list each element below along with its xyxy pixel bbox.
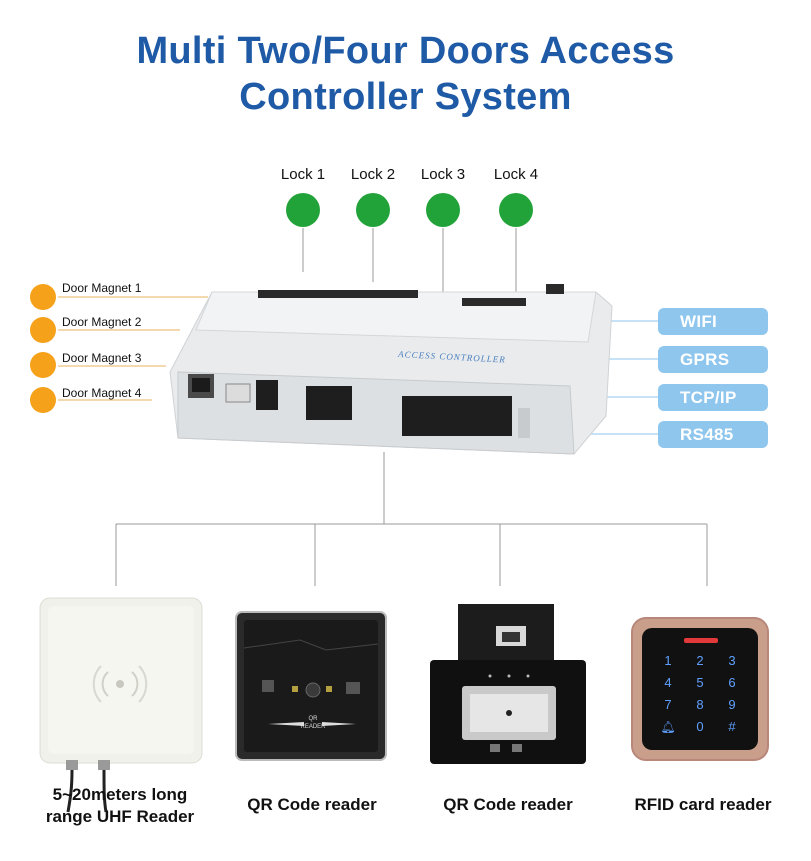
lock-1-indicator	[286, 193, 320, 227]
rfid-reader-caption: RFID card reader	[634, 795, 772, 814]
uhf-reader-caption: 5~20meters long range UHF Reader	[20, 784, 220, 828]
keypad-key-7: 7	[664, 697, 672, 712]
keypad-key-5: 5	[696, 675, 704, 690]
keypad-key-0: 0	[696, 719, 704, 734]
qr-reader-flat-device	[235, 611, 387, 761]
keypad-key-6: 6	[728, 675, 736, 690]
wifi-badge: WIFI	[658, 308, 768, 335]
magnet-3-indicator	[30, 352, 56, 378]
qr-device-label-2: READER	[300, 724, 326, 730]
qr-reader-box-device	[430, 604, 586, 764]
magnet-2-label: Door Magnet 2	[62, 315, 142, 329]
title-line-1: Multi Two/Four Doors Access	[136, 30, 675, 72]
title-line-2: Controller System	[239, 76, 572, 118]
magnet-4-indicator	[30, 387, 56, 413]
lock-2-label: Lock 2	[350, 166, 396, 183]
lock-3-indicator	[426, 193, 460, 227]
keypad-key-4: 4	[664, 675, 672, 690]
uhf-reader-caption-line-1: 5~20meters long	[52, 785, 188, 804]
keypad-key-1: 1	[664, 653, 672, 668]
qr-reader-2-caption: QR Code reader	[443, 795, 573, 814]
gprs-badge: GPRS	[658, 346, 768, 373]
lock-2-indicator	[356, 193, 390, 227]
tcpip-badge: TCP/IP	[658, 384, 768, 411]
qr-reader-1-caption: QR Code reader	[247, 795, 377, 814]
rfid-keypad-device	[631, 617, 769, 761]
access-controller	[169, 284, 613, 455]
lock-1-label: Lock 1	[280, 166, 326, 183]
keypad-key-2: 2	[696, 653, 704, 668]
keypad-key-9: 9	[728, 697, 736, 712]
qr-device-label: QR	[309, 716, 319, 722]
lock-4-label: Lock 4	[493, 166, 539, 183]
uhf-reader-caption-line-2: range UHF Reader	[45, 807, 195, 826]
rs485-badge: RS485	[658, 421, 768, 448]
magnet-1-indicator	[30, 284, 56, 310]
magnet-3-label: Door Magnet 3	[62, 351, 142, 365]
keypad-key-3: 3	[728, 653, 736, 668]
keypad-key-8: 8	[696, 697, 704, 712]
page-title: Multi Two/Four Doors Access Controller S…	[0, 28, 811, 120]
uhf-reader-device	[39, 597, 203, 813]
rfid-keypad: 1 2 3 4 5 6 7 8 9 🔔︎ 0 #	[652, 650, 748, 742]
magnet-4-label: Door Magnet 4	[62, 386, 142, 400]
keypad-key-hash: #	[728, 719, 736, 734]
bell-icon: 🔔︎	[660, 720, 676, 734]
magnet-2-indicator	[30, 317, 56, 343]
lock-3-label: Lock 3	[420, 166, 466, 183]
lock-4-indicator	[499, 193, 533, 227]
magnet-1-label: Door Magnet 1	[62, 281, 142, 295]
